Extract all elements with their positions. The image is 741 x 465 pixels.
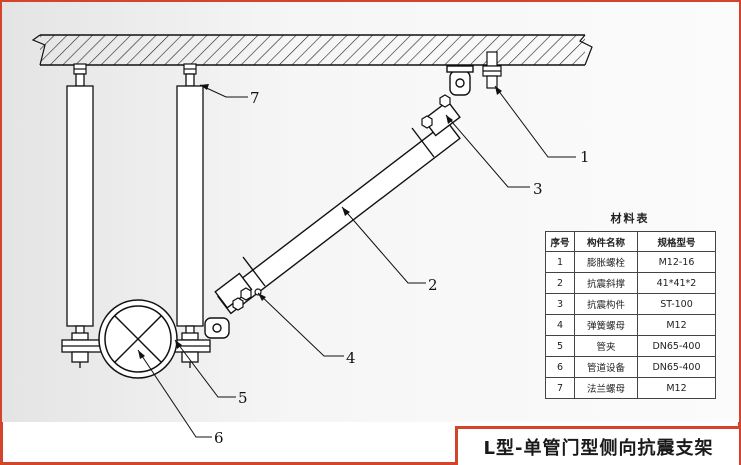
callout-1: 1 [580, 148, 590, 166]
row-name: 抗震斜撑 [574, 272, 638, 294]
table-row: 3 抗震构件 ST-100 [545, 293, 716, 315]
row-no: 3 [545, 293, 575, 315]
table-header-row: 序号 构件名称 规格型号 [545, 231, 716, 252]
callout-5: 5 [238, 389, 248, 407]
materials-table: 序号 构件名称 规格型号 1 膨胀螺栓 M12-16 2 抗震斜撑 41*41*… [545, 231, 716, 399]
callout-numbers: 1 3 2 4 5 6 7 [214, 89, 590, 447]
row-spec: DN65-400 [637, 356, 716, 378]
bolt-hex-nuts [232, 94, 451, 311]
drawing-title: L型-单管门型侧向抗震支架 [455, 426, 739, 465]
table-row: 6 管道设备 DN65-400 [545, 356, 716, 378]
hanger-rod-left [66, 73, 94, 341]
hanger-rod-right [176, 73, 204, 341]
leader-lines [137, 84, 576, 438]
pipe-clamp [98, 299, 178, 379]
row-name: 管夹 [574, 335, 638, 357]
row-spec: M12 [637, 314, 716, 336]
row-no: 1 [545, 251, 575, 273]
callout-2: 2 [428, 276, 438, 294]
table-row: 7 法兰螺母 M12 [545, 377, 716, 399]
header-no: 序号 [545, 231, 575, 252]
row-no: 5 [545, 335, 575, 357]
seismic-brace [204, 65, 474, 339]
anchor-bolts [73, 51, 502, 89]
row-spec: 41*41*2 [637, 272, 716, 294]
row-no: 6 [545, 356, 575, 378]
materials-table-title: 材料表 [610, 212, 650, 225]
header-name: 构件名称 [574, 231, 638, 252]
row-spec: M12-16 [637, 251, 716, 273]
row-spec: M12 [637, 377, 716, 399]
callout-7: 7 [250, 89, 260, 107]
callout-6: 6 [214, 429, 224, 447]
row-no: 7 [545, 377, 575, 399]
row-no: 2 [545, 272, 575, 294]
table-row: 5 管夹 DN65-400 [545, 335, 716, 357]
row-no: 4 [545, 314, 575, 336]
leader-arrows [138, 84, 502, 359]
callout-3: 3 [533, 180, 543, 198]
ceiling-slab [31, 34, 593, 66]
table-row: 2 抗震斜撑 41*41*2 [545, 272, 716, 294]
row-name: 弹簧螺母 [574, 314, 638, 336]
row-spec: ST-100 [637, 293, 716, 315]
row-name: 法兰螺母 [574, 377, 638, 399]
header-spec: 规格型号 [637, 231, 716, 252]
row-name: 管道设备 [574, 356, 638, 378]
table-row: 1 膨胀螺栓 M12-16 [545, 251, 716, 273]
callout-4: 4 [346, 349, 356, 367]
table-row: 4 弹簧螺母 M12 [545, 314, 716, 336]
row-name: 膨胀螺栓 [574, 251, 638, 273]
row-name: 抗震构件 [574, 293, 638, 315]
row-spec: DN65-400 [637, 335, 716, 357]
